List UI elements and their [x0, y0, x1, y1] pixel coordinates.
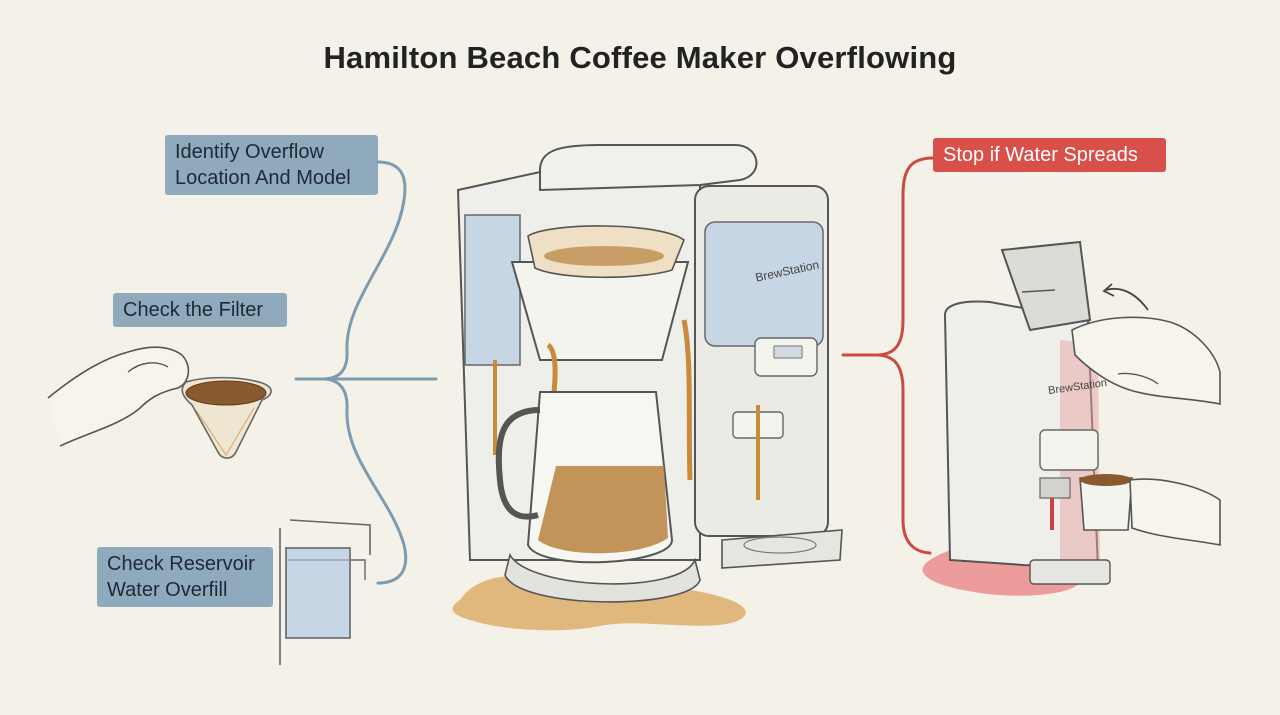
- label-reservoir-line1: Check Reservoir: [107, 553, 255, 575]
- reservoir-tank-illustration: [279, 519, 371, 665]
- label-check-reservoir: Check Reservoir Water Overfill: [97, 547, 273, 607]
- label-check-filter: Check the Filter: [113, 293, 287, 327]
- label-identify-line2: Location And Model: [175, 167, 351, 189]
- right-bracket: [841, 156, 935, 555]
- coffee-maker-illustration: BrewStation: [452, 144, 843, 631]
- label-identify-line1: Identify Overflow: [175, 141, 324, 163]
- label-reservoir-line2: Water Overfill: [107, 579, 228, 601]
- left-bracket: [294, 160, 438, 585]
- brewstation-with-hand-illustration: BrewStation: [922, 240, 1221, 596]
- label-stop-text: Stop if Water Spreads: [943, 144, 1138, 166]
- label-stop-water-spreads: Stop if Water Spreads: [933, 138, 1166, 172]
- page-title: Hamilton Beach Coffee Maker Overflowing: [323, 40, 957, 75]
- hand-with-filter-illustration: [47, 346, 272, 459]
- label-identify-overflow: Identify Overflow Location And Model: [165, 135, 378, 195]
- label-check-filter-text: Check the Filter: [123, 299, 264, 321]
